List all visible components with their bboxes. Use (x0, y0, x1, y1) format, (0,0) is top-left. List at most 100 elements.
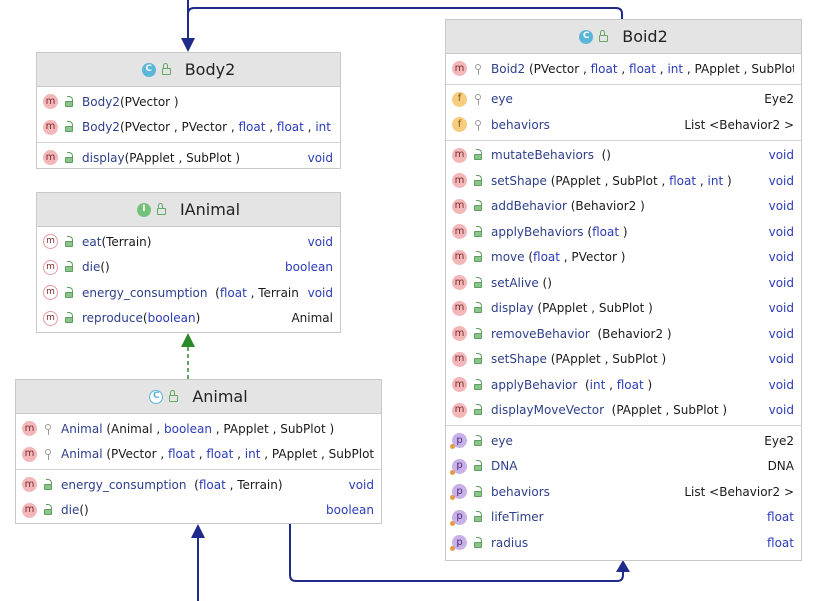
public-visibility-icon (472, 460, 484, 472)
method-icon: m (43, 94, 58, 110)
public-visibility-icon (63, 95, 75, 108)
public-visibility-icon (42, 504, 54, 516)
member-return-type: Eye2 (764, 433, 794, 448)
member-signature: setShape (PApplet , SubPlot ) (491, 352, 761, 366)
public-visibility-icon (63, 312, 75, 324)
primitive-type: float (238, 120, 266, 135)
method-icon: m (22, 421, 37, 437)
member-params: () (100, 260, 109, 274)
class-title: Animal (192, 387, 248, 406)
param-text: () (79, 503, 89, 518)
method-icon: m (452, 198, 467, 214)
member-params: (boolean) (143, 311, 200, 325)
member-signature: energy_consumption (float , Terrain) (82, 286, 300, 300)
member-name: setAlive (491, 275, 539, 290)
param-text: (Animal , (102, 421, 164, 436)
member-signature: DNA (491, 459, 760, 473)
member-params: (PVector ) (120, 95, 179, 109)
property-icon: p (450, 433, 467, 450)
member-signature: display (PApplet , SubPlot ) (491, 301, 761, 315)
member-return-type: void (307, 234, 333, 249)
member-return-type: void (768, 326, 794, 341)
param-text: ) (331, 120, 333, 134)
member-return-type: void (768, 224, 794, 239)
primitive-type: int (707, 173, 724, 188)
member-params: (PVector , float , float , int , PApplet… (103, 447, 374, 461)
member-name: setShape (491, 173, 547, 188)
member-name: mutateBehaviors (491, 148, 594, 163)
member-signature: applyBehaviors (float ) (491, 225, 761, 239)
method-icon: m (22, 502, 37, 518)
method-icon: m (452, 147, 467, 163)
member-return-type: void (768, 275, 794, 290)
class-header: I IAnimal (37, 193, 340, 227)
member-return-type: void (768, 403, 794, 418)
param-text: , (605, 377, 617, 392)
param-text: () (593, 148, 611, 163)
public-visibility-icon (472, 276, 484, 289)
abstract-class-kind-icon: C (149, 389, 164, 404)
member-name: displayMoveVector (491, 403, 605, 418)
member-params: (int , float ) (577, 378, 652, 392)
class-kind-icon: C (141, 62, 156, 77)
param-text: (PVector ) (119, 94, 179, 109)
abstract-method-icon: m (43, 234, 58, 250)
public-visibility-icon (472, 353, 484, 365)
param-text: (PApplet , SubPlot ) (124, 150, 241, 165)
member-row[interactable]: m eat(Terrain) void (37, 229, 340, 255)
member-params: (PVector , float , float , int , PApplet… (525, 62, 794, 76)
param-text: ( (186, 477, 199, 492)
primitive-type: float (590, 61, 618, 76)
member-name: energy_consumption (82, 285, 208, 300)
param-text: ) (643, 377, 653, 392)
method-icon: m (452, 249, 467, 265)
public-lock-icon (161, 63, 171, 75)
member-name: energy_consumption (61, 477, 187, 492)
member-name: eat (82, 234, 102, 249)
primitive-type: float (219, 285, 247, 300)
param-text: ( (142, 311, 148, 326)
member-return-type: List <Behavior2 > (684, 484, 794, 499)
primitive-type: boolean (164, 421, 212, 436)
primitive-type: float (629, 61, 656, 76)
param-text: () (538, 275, 552, 290)
member-params: (Terrain) (101, 235, 151, 249)
public-visibility-icon (472, 404, 484, 416)
param-text: , (194, 447, 207, 462)
member-name: addBehavior (491, 199, 567, 214)
